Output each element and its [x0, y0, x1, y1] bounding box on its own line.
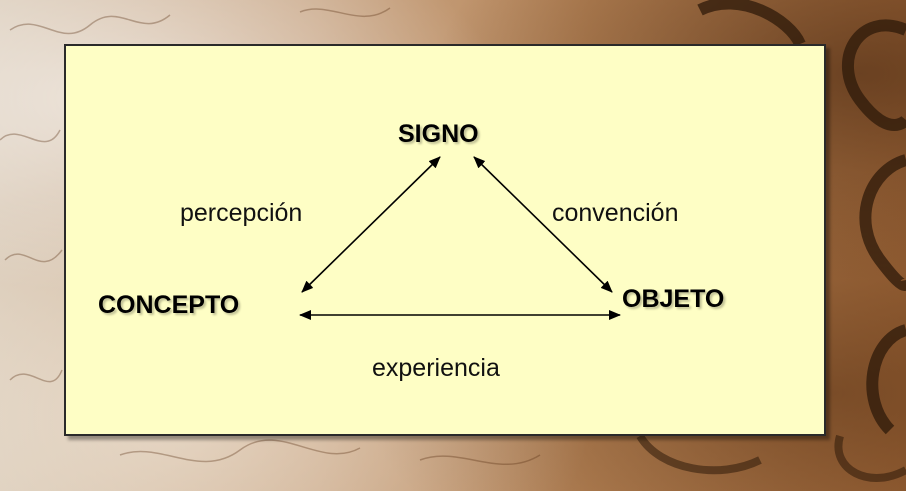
edge-label-percepcion: percepción — [180, 199, 303, 227]
node-objeto: OBJETO — [622, 285, 725, 313]
node-signo: SIGNO — [398, 120, 479, 148]
edge-label-experiencia: experiencia — [372, 354, 500, 382]
diagram-panel — [64, 44, 826, 436]
arrow-convencion — [473, 156, 613, 293]
arrow-percepcion — [301, 156, 441, 293]
node-concepto: CONCEPTO — [98, 291, 240, 319]
edge-label-convencion: convención — [552, 199, 679, 227]
